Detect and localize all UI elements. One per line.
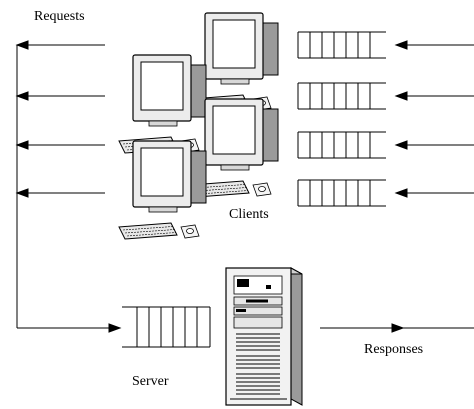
- arrow-left-icon: [15, 91, 29, 101]
- client-queue: [297, 82, 387, 110]
- server-tower-icon: [225, 267, 303, 406]
- arrow-left-icon: [394, 40, 408, 50]
- arrow-left-icon: [15, 188, 29, 198]
- client-queue: [297, 179, 387, 207]
- arrow-left-icon: [15, 140, 29, 150]
- arrow-right-icon: [391, 323, 405, 333]
- arrow-right-icon: [108, 323, 122, 333]
- client-queue: [297, 131, 387, 159]
- arrow-left-icon: [394, 188, 408, 198]
- client-queue: [297, 31, 387, 59]
- clients-label: Clients: [229, 207, 269, 222]
- workstation-icon: [118, 54, 207, 154]
- request-arrows: [15, 40, 105, 198]
- responses-label: Responses: [364, 342, 424, 357]
- arrow-left-icon: [394, 140, 408, 150]
- arrow-left-icon: [394, 91, 408, 101]
- response-arrow: [320, 323, 474, 333]
- incoming-arrows: [394, 40, 474, 198]
- client-queues: [297, 31, 387, 207]
- client-workstations: [118, 12, 279, 240]
- server-input-arrow: [17, 323, 122, 333]
- requests-label: Requests: [34, 9, 85, 24]
- workstation-icon: [118, 140, 207, 240]
- server-label: Server: [132, 374, 169, 389]
- arrow-left-icon: [15, 40, 29, 50]
- server-queue: [122, 306, 211, 348]
